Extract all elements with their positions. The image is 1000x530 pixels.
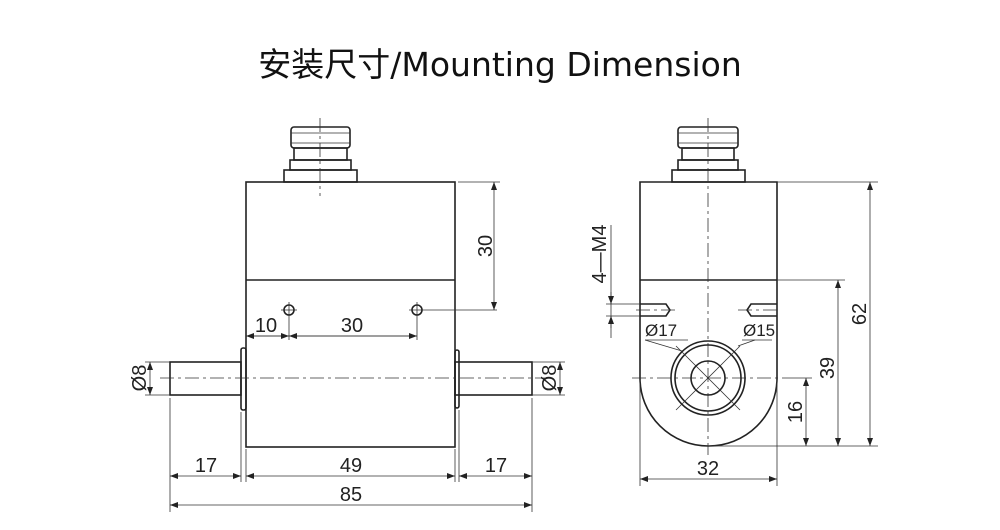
dim-body-length: 49 — [340, 455, 362, 477]
dim-shaft-dia-right: Ø8 — [539, 365, 561, 392]
dim-center-height: 16 — [785, 401, 807, 423]
dim-height-30: 30 — [475, 235, 497, 257]
dim-shaft-dia-left: Ø8 — [129, 365, 151, 392]
side-view: Ø17 Ø15 4—M4 62 39 16 32 — [589, 118, 878, 486]
shafts — [160, 347, 545, 411]
dia-inner-label: Ø15 — [743, 321, 775, 340]
front-view: 30 10 30 17 49 17 85 Ø8 Ø8 — [129, 118, 565, 512]
dim-split-height: 39 — [817, 357, 839, 379]
dia-outer-label: Ø17 — [645, 321, 677, 340]
dim-total-length: 85 — [340, 484, 362, 506]
mounting-holes — [281, 302, 497, 340]
tapped-holes — [636, 303, 781, 317]
connector — [283, 118, 358, 196]
sensor-body-side — [639, 181, 778, 447]
dim-shaft-left: 17 — [195, 455, 217, 477]
shaft-bore — [644, 339, 772, 416]
thread-label: 4—M4 — [589, 225, 611, 284]
dim-width: 32 — [697, 458, 719, 480]
page-title: 安装尺寸/Mounting Dimension — [258, 45, 742, 84]
dim-hole-offset: 10 — [255, 315, 277, 337]
dim-total-height: 62 — [849, 303, 871, 325]
sensor-body — [245, 181, 456, 448]
dim-hole-spacing: 30 — [341, 315, 363, 337]
connector — [671, 126, 746, 183]
dim-shaft-right: 17 — [485, 455, 507, 477]
